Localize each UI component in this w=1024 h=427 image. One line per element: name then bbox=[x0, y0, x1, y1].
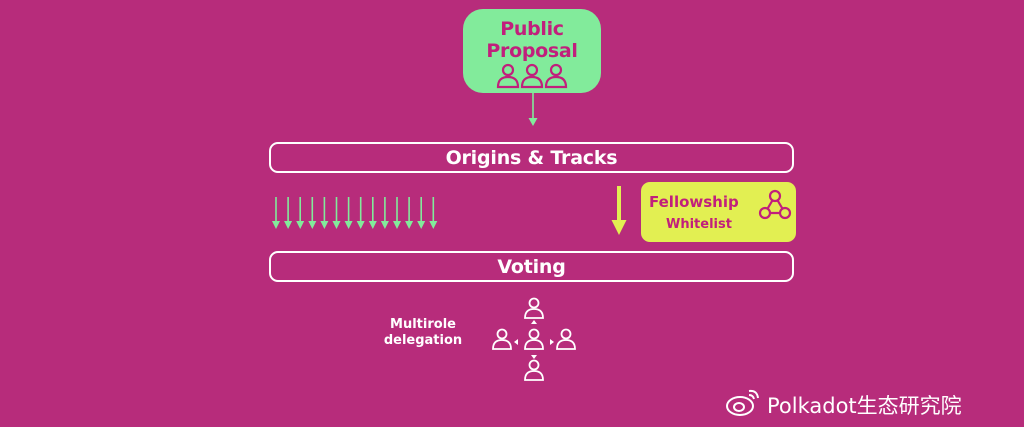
multirole-delegation-label: Multirole delegation bbox=[373, 317, 473, 349]
multirole-line1: Multirole bbox=[390, 317, 456, 332]
weibo-icon bbox=[725, 387, 761, 422]
voting-bar: Voting bbox=[269, 251, 794, 282]
proposal-arrow bbox=[528, 93, 538, 126]
proposal-title-line1: Public bbox=[500, 18, 564, 40]
origins-tracks-label: Origins & Tracks bbox=[445, 146, 618, 169]
network-triangle-icon bbox=[758, 189, 792, 225]
track-arrow bbox=[380, 197, 389, 229]
fellowship-title: Fellowship bbox=[649, 193, 739, 211]
multirole-line2: delegation bbox=[383, 333, 463, 348]
watermark-text: Polkadot生态研究院 bbox=[767, 393, 962, 418]
tracks-arrows bbox=[272, 197, 438, 229]
people-icon bbox=[463, 63, 601, 93]
track-arrow bbox=[284, 197, 293, 229]
track-arrow bbox=[368, 197, 377, 229]
track-arrow bbox=[308, 197, 317, 229]
track-arrow bbox=[344, 197, 353, 229]
track-arrow bbox=[393, 197, 401, 229]
watermark: Polkadot生态研究院 bbox=[725, 387, 962, 422]
voting-label: Voting bbox=[497, 255, 566, 278]
track-arrow bbox=[356, 197, 365, 229]
fellowship-subtitle: Whitelist bbox=[666, 217, 732, 232]
track-arrow bbox=[320, 197, 329, 229]
proposal-title-line2: Proposal bbox=[486, 40, 578, 62]
delegation-people-icon bbox=[492, 297, 576, 381]
track-arrow bbox=[332, 197, 341, 229]
track-arrow bbox=[417, 197, 426, 229]
public-proposal-box: Public Proposal bbox=[463, 9, 601, 93]
track-arrow bbox=[296, 197, 305, 229]
fellowship-arrow bbox=[611, 186, 627, 235]
fellowship-whitelist-box: Fellowship Whitelist bbox=[641, 182, 796, 242]
track-arrow bbox=[272, 197, 280, 229]
track-arrow bbox=[405, 197, 414, 229]
track-arrow bbox=[429, 197, 438, 229]
origins-tracks-bar: Origins & Tracks bbox=[269, 142, 794, 173]
